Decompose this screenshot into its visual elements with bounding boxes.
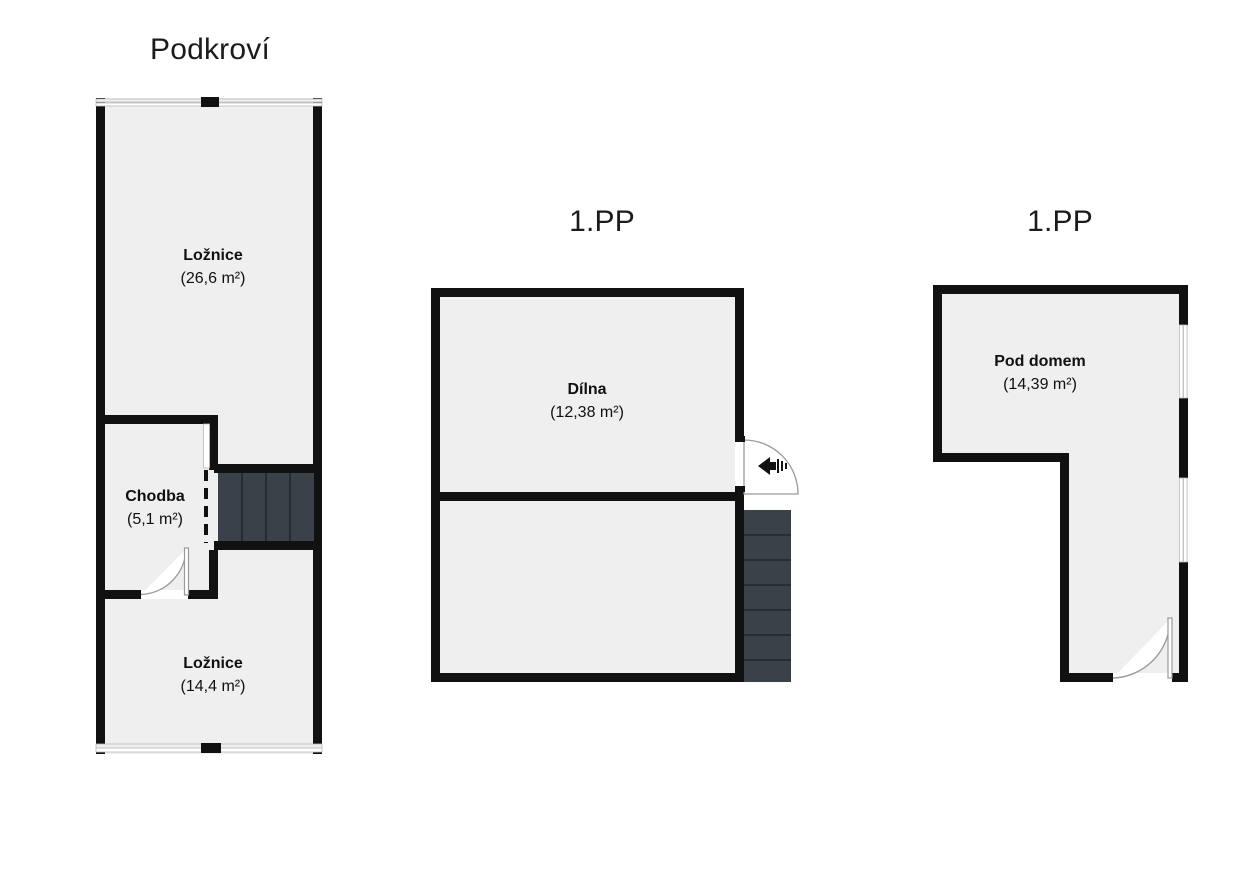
window-top [95, 97, 323, 107]
room-area: (12,38 m²) [550, 404, 624, 421]
wall-right-seg-2 [1179, 398, 1188, 478]
wall-stair-top [214, 464, 322, 473]
floorplan-podkrovi: Podkroví [0, 0, 420, 800]
dilna-floor-fill [431, 288, 744, 682]
pod-domem-drawing [933, 285, 1188, 682]
window-bottom [95, 743, 323, 753]
entrance-arrow-icon [758, 457, 787, 475]
wall-corridor-bottom-left [96, 590, 141, 599]
door-entrance-dilna [735, 436, 799, 495]
plan-title-dilna: 1.PP [569, 205, 635, 238]
podkrovi-drawing [95, 97, 323, 754]
window-mullion-bottom [201, 743, 221, 753]
door-pod-domem [1112, 617, 1173, 682]
wall-left-outer [96, 98, 105, 754]
wall-corridor-top [96, 415, 218, 424]
wall-right-upper [735, 288, 744, 440]
room-area: (5,1 m²) [127, 511, 183, 528]
room-label-pod-domem: Pod domem (14,39 m²) [940, 352, 1140, 395]
room-name: Ložnice [183, 655, 243, 672]
floorplan-pod-domem: 1.PP [900, 0, 1240, 720]
door-chodba [140, 547, 190, 599]
floorplan-dilna: 1.PP [400, 0, 830, 720]
wall-lower-left-horizontal [933, 453, 1069, 462]
staircase-podkrovi [218, 470, 314, 543]
room-name: Pod domem [994, 353, 1086, 370]
wall-right-lower [735, 488, 744, 682]
wall-top [431, 288, 744, 297]
window-right-1 [1179, 324, 1188, 399]
room-label-dilna: Dílna (12,38 m²) [487, 380, 687, 423]
staircase-dilna [744, 510, 791, 682]
dilna-drawing [431, 288, 799, 682]
plan-title-pod-domem: 1.PP [1027, 205, 1093, 238]
room-area: (14,39 m²) [1003, 376, 1077, 393]
wall-corridor-bottom-right [188, 590, 218, 599]
window-right-2 [1179, 477, 1188, 563]
room-label-chodba: Chodba (5,1 m²) [95, 487, 215, 530]
room-name: Ložnice [183, 247, 243, 264]
room-label-loznice-1: Ložnice (26,6 m²) [113, 246, 313, 289]
wall-bottom [431, 673, 744, 682]
wall-left [431, 288, 440, 682]
wall-middle-divider [431, 492, 744, 501]
plan-title-podkrovi: Podkroví [150, 33, 270, 66]
wall-right-seg-3 [1179, 562, 1188, 682]
wall-stair-bottom [214, 541, 322, 550]
wall-top [933, 285, 1188, 294]
room-area: (26,6 m²) [180, 270, 246, 287]
opening-corridor-upper [203, 423, 210, 469]
wall-left [933, 285, 942, 462]
room-name: Dílna [567, 381, 607, 398]
wall-right-outer [313, 98, 322, 754]
wall-inner-vertical [1060, 453, 1069, 682]
room-name: Chodba [125, 488, 185, 505]
window-mullion-top [201, 97, 219, 107]
room-area: (14,4 m²) [180, 678, 246, 695]
room-label-loznice-2: Ložnice (14,4 m²) [113, 654, 313, 697]
wall-corridor-right-upper [209, 415, 218, 470]
wall-corridor-right-lower [209, 550, 218, 599]
wall-right-seg-1 [1179, 285, 1188, 325]
wall-bottom-left [1060, 673, 1113, 682]
